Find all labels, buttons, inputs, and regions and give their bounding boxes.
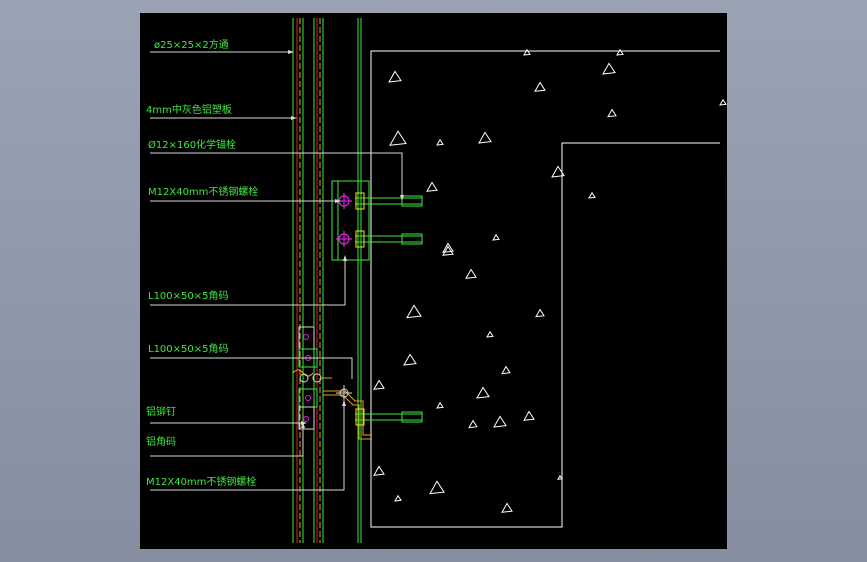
label-rivet: 铝铆钉 [146,405,176,418]
aggregate-mark [373,465,385,476]
label-angle-lower: L100×50×5角码 [148,343,229,355]
aggregate-mark [465,268,477,279]
aggregate-mark [388,70,402,83]
aggregate-mark [403,353,417,366]
aggregate-mark [719,98,727,106]
aggregate-mark [534,81,546,92]
upper-angle-bracket [331,180,370,261]
aggregate-mark [406,304,422,319]
label-bolt-upper: M12X40mm不锈钢螺栓 [148,185,258,198]
label-aluminum-angle: 铝角码 [146,436,176,448]
label-bolt-lower: M12X40mm不锈钢螺栓 [146,475,256,488]
aggregate-mark [436,138,444,146]
label-angle-upper: L100×50×5角码 [148,290,229,302]
aggregate-mark [551,165,565,178]
aggregate-mark [478,131,492,144]
cad-drawing-canvas[interactable]: ø25×25×2方通 4mm中灰色铝塑板 Ø12×160化学锚栓 M12X40m… [140,13,727,549]
annotation-labels: ø25×25×2方通 4mm中灰色铝塑板 Ø12×160化学锚栓 M12X40m… [146,38,258,488]
label-aluminum-panel: 4mm中灰色铝塑板 [146,103,232,116]
aggregate-mark [492,233,500,241]
section-detail-drawing: ø25×25×2方通 4mm中灰色铝塑板 Ø12×160化学锚栓 M12X40m… [146,18,727,543]
aggregate-mark [493,415,507,428]
aggregate-mark [523,48,531,56]
aggregate-mark [557,474,563,480]
concrete-aggregate-marks [373,48,727,513]
aggregate-mark [394,494,402,502]
leader-lines [150,51,403,491]
aggregate-mark [486,330,494,338]
aggregate-mark [616,48,624,56]
aggregate-mark [607,108,617,118]
aggregate-mark [501,365,511,375]
aggregate-mark [436,401,444,409]
aggregate-mark [476,386,490,399]
aggregate-mark [389,130,407,146]
aggregate-mark [535,308,545,318]
aggregate-mark [426,181,438,192]
aggregate-mark [501,502,513,513]
aggregate-mark [442,245,454,256]
aggregate-mark [442,242,454,253]
aggregate-mark [429,480,445,495]
label-chemical-anchor: Ø12×160化学锚栓 [148,138,236,151]
leader-arrowheads [288,50,404,428]
aggregate-mark [373,379,385,390]
aggregate-mark [523,410,535,421]
facade-layers [292,18,362,543]
aggregate-mark [588,191,596,199]
label-square-tube: ø25×25×2方通 [154,38,229,51]
aggregate-mark [468,419,478,429]
concrete-wall [370,50,720,528]
aggregate-mark [602,62,616,75]
upper-anchor-bolts [355,192,423,248]
